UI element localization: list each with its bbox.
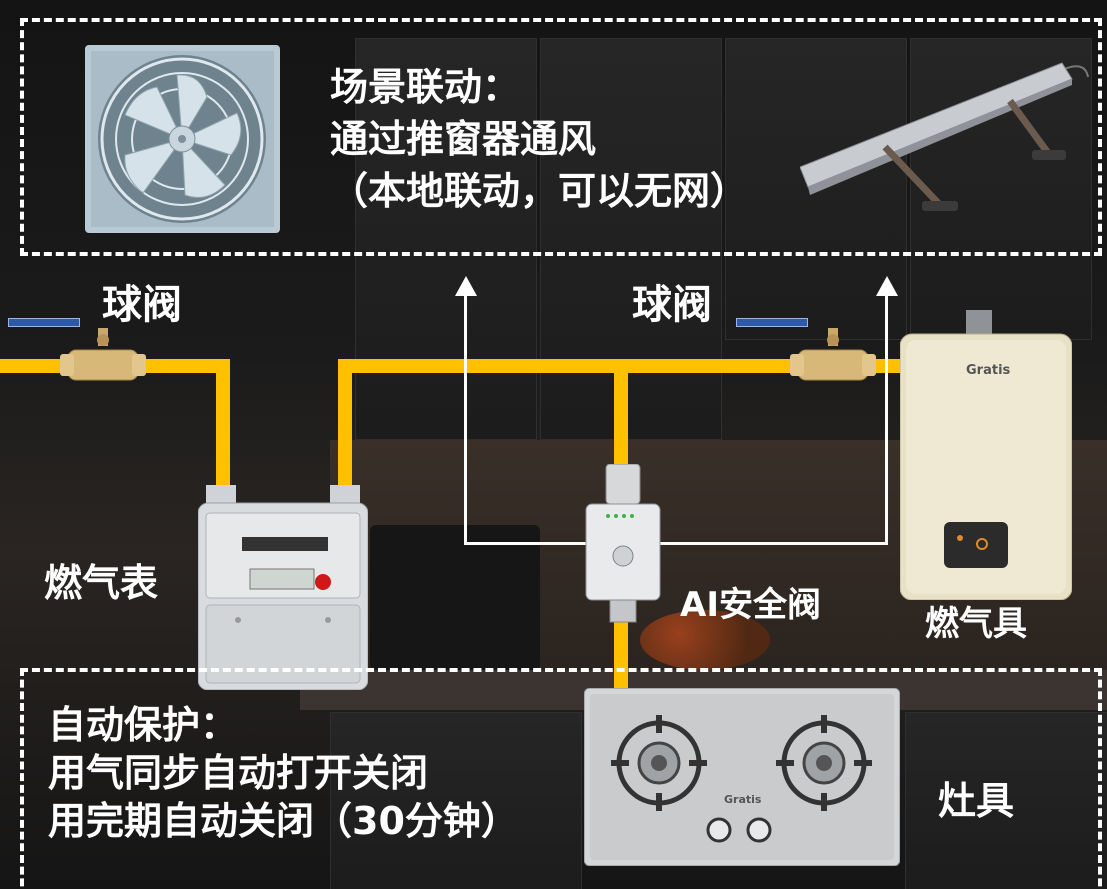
ball-valve-left-icon bbox=[60, 328, 146, 381]
gas-pipe-meter-in bbox=[216, 359, 230, 489]
gas-pipe-meter-out bbox=[338, 359, 352, 489]
arrow-line-right-h bbox=[660, 542, 888, 545]
ai-safety-valve-label: AI安全阀 bbox=[680, 585, 821, 625]
stove-label: 灶具 bbox=[938, 779, 1015, 823]
background-fruit-bowl bbox=[640, 610, 770, 670]
background-cabinet bbox=[355, 38, 537, 440]
gas-stove-icon bbox=[584, 688, 900, 866]
auto-protect-line2: 用完期自动关闭（30分钟） bbox=[48, 799, 519, 843]
valve-handle-left bbox=[8, 318, 80, 327]
window-pusher-icon bbox=[800, 62, 1089, 211]
valve-handle-right bbox=[736, 318, 808, 327]
scene-linkage-line1: 通过推窗器通风 bbox=[330, 117, 597, 161]
background-cabinet bbox=[905, 712, 1107, 889]
gas-water-heater-icon bbox=[900, 310, 1072, 600]
arrow-line-left bbox=[464, 290, 467, 544]
background-coffee-machine bbox=[370, 525, 540, 670]
arrow-line-right bbox=[885, 290, 888, 545]
auto-protect-box bbox=[20, 668, 1102, 889]
exhaust-fan-icon bbox=[85, 45, 280, 233]
background-cabinet bbox=[540, 38, 722, 440]
gas-appliance-label: 燃气具 bbox=[925, 604, 1027, 644]
scene-linkage-title: 场景联动： bbox=[330, 65, 521, 109]
auto-protect-title: 自动保护： bbox=[48, 703, 239, 747]
background-cabinet bbox=[330, 712, 582, 889]
ball-valve-right-label: 球阀 bbox=[632, 282, 712, 328]
gas-meter-icon bbox=[198, 485, 368, 690]
ball-valve-left-label: 球阀 bbox=[102, 282, 182, 328]
ai-safety-valve-icon bbox=[585, 464, 661, 623]
arrow-head-right-icon bbox=[876, 276, 898, 296]
scene-linkage-box bbox=[20, 18, 1102, 256]
ball-valve-right-icon bbox=[790, 328, 876, 381]
auto-protect-line1: 用气同步自动打开关闭 bbox=[48, 751, 429, 795]
gas-pipe-main bbox=[338, 359, 918, 373]
arrow-line-left-h bbox=[464, 542, 594, 545]
gas-pipe-to-valve bbox=[614, 359, 628, 469]
arrow-head-left-icon bbox=[455, 276, 477, 296]
heater-brand-text: Gratis bbox=[966, 363, 1011, 378]
scene-linkage-line2: （本地联动，可以无网） bbox=[330, 169, 749, 213]
stove-brand-text: Gratis bbox=[724, 793, 762, 806]
gas-meter-label: 燃气表 bbox=[44, 561, 159, 605]
